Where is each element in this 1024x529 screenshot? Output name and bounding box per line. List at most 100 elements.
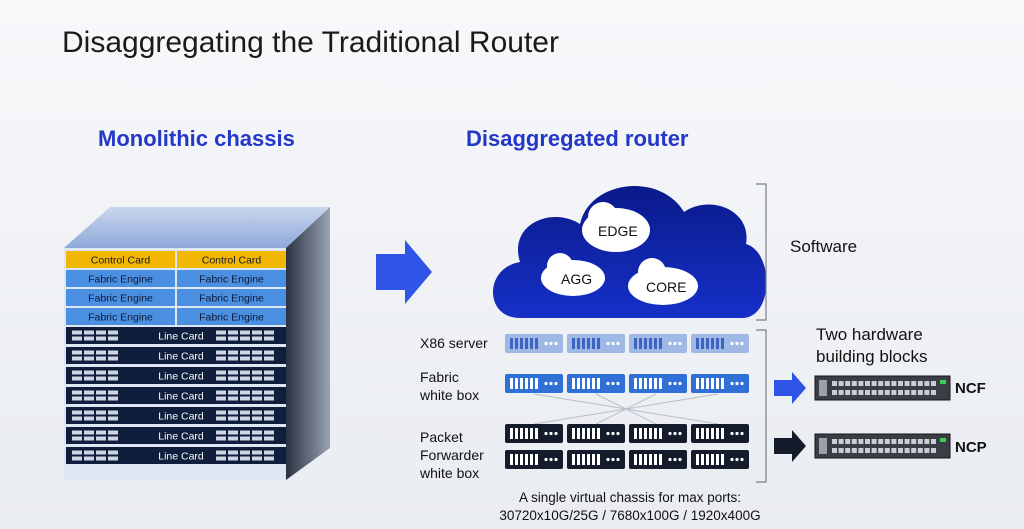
line-card-port — [240, 350, 250, 355]
control-card — [66, 251, 175, 268]
control-card-label: Control Card — [202, 255, 262, 267]
software-cloud-icon — [493, 186, 767, 318]
line-card-port — [96, 456, 106, 461]
line-card-label: Line Card — [158, 411, 204, 423]
fabric-white-box — [505, 374, 563, 393]
line-card-port — [216, 416, 226, 421]
line-card-port — [216, 376, 226, 381]
line-card-port — [108, 330, 118, 335]
line-card-port — [96, 430, 106, 435]
line-card-port — [216, 330, 226, 335]
line-card-port — [84, 416, 94, 421]
line-card-port — [84, 350, 94, 355]
line-card-port — [84, 370, 94, 375]
line-card-port — [264, 416, 274, 421]
line-card-port — [72, 416, 82, 421]
fabric-engine-label: Fabric Engine — [88, 293, 153, 305]
monolithic-heading: Monolithic chassis — [98, 126, 295, 151]
fabric-links — [533, 393, 719, 425]
line-card-port — [72, 330, 82, 335]
line-card-port — [240, 376, 250, 381]
line-card-port — [216, 336, 226, 341]
line-card-port — [108, 350, 118, 355]
line-card-port — [216, 456, 226, 461]
line-card-port — [96, 330, 106, 335]
line-card-port — [84, 430, 94, 435]
line-card-port — [252, 390, 262, 395]
line-card-port — [240, 410, 250, 415]
line-card-port — [84, 356, 94, 361]
line-card-port — [228, 370, 238, 375]
caption-line-2: 30720x10G/25G / 7680x100G / 1920x400G — [499, 508, 761, 523]
line-card-port — [228, 410, 238, 415]
fabric-white-box — [629, 374, 687, 393]
ncp-arrow-icon — [774, 430, 806, 462]
line-card-port — [228, 390, 238, 395]
line-card-port — [72, 376, 82, 381]
line-card-port — [240, 436, 250, 441]
line-card-port — [228, 350, 238, 355]
fabric-engine — [177, 270, 286, 287]
x86-server-box — [505, 334, 563, 353]
server-rows — [505, 334, 749, 469]
line-card-port — [96, 356, 106, 361]
edge-label: EDGE — [598, 223, 638, 239]
line-card-port — [240, 456, 250, 461]
line-card-port — [264, 330, 274, 335]
line-card-port — [264, 336, 274, 341]
line-card-port — [72, 450, 82, 455]
ncf-label: NCF — [955, 380, 986, 397]
line-card-port — [240, 396, 250, 401]
line-card-port — [96, 350, 106, 355]
fabric-white-box — [567, 374, 625, 393]
line-card-port — [72, 356, 82, 361]
chassis-top — [64, 207, 330, 248]
disaggregate-arrow-icon — [376, 240, 432, 304]
fabric-engine-label: Fabric Engine — [199, 312, 264, 324]
line-card-port — [72, 410, 82, 415]
line-card-port — [240, 330, 250, 335]
line-card-port — [84, 396, 94, 401]
line-card-port — [228, 376, 238, 381]
ncp-device-icon — [814, 433, 951, 459]
line-card-port — [240, 356, 250, 361]
packet-forwarder-box — [629, 450, 687, 469]
fabric-engine — [177, 289, 286, 306]
line-card-port — [96, 376, 106, 381]
line-card-port — [72, 390, 82, 395]
line-card-port — [84, 450, 94, 455]
line-card-port — [108, 410, 118, 415]
fabric-engine — [66, 289, 175, 306]
line-card-port — [108, 370, 118, 375]
packet-forwarder-box — [505, 450, 563, 469]
fabric-engine — [66, 308, 175, 325]
line-card-port — [108, 430, 118, 435]
line-card-port — [84, 390, 94, 395]
line-card-port — [252, 376, 262, 381]
x86-server-box — [629, 334, 687, 353]
line-card-port — [108, 456, 118, 461]
line-card-port — [108, 390, 118, 395]
caption-line-1: A single virtual chassis for max ports: — [518, 490, 742, 505]
line-card-port — [252, 330, 262, 335]
hardware-blocks-label: Two hardware building blocks — [816, 325, 928, 366]
line-card-port — [216, 430, 226, 435]
line-card-port — [84, 376, 94, 381]
packet-forwarder-box — [567, 450, 625, 469]
line-card-port — [216, 350, 226, 355]
line-card-port — [264, 430, 274, 435]
control-card — [177, 251, 286, 268]
line-card-port — [216, 390, 226, 395]
x86-server-box — [691, 334, 749, 353]
agg-label: AGG — [561, 271, 593, 287]
line-card-port — [252, 396, 262, 401]
line-card-port — [264, 456, 274, 461]
line-card-port — [264, 350, 274, 355]
line-card-port — [252, 430, 262, 435]
line-card-port — [96, 410, 106, 415]
line-card-label: Line Card — [158, 331, 204, 343]
line-card-port — [96, 370, 106, 375]
line-card-port — [72, 396, 82, 401]
packet-forwarder-label: Packet Forwarder white box — [420, 429, 484, 481]
line-card-port — [96, 336, 106, 341]
